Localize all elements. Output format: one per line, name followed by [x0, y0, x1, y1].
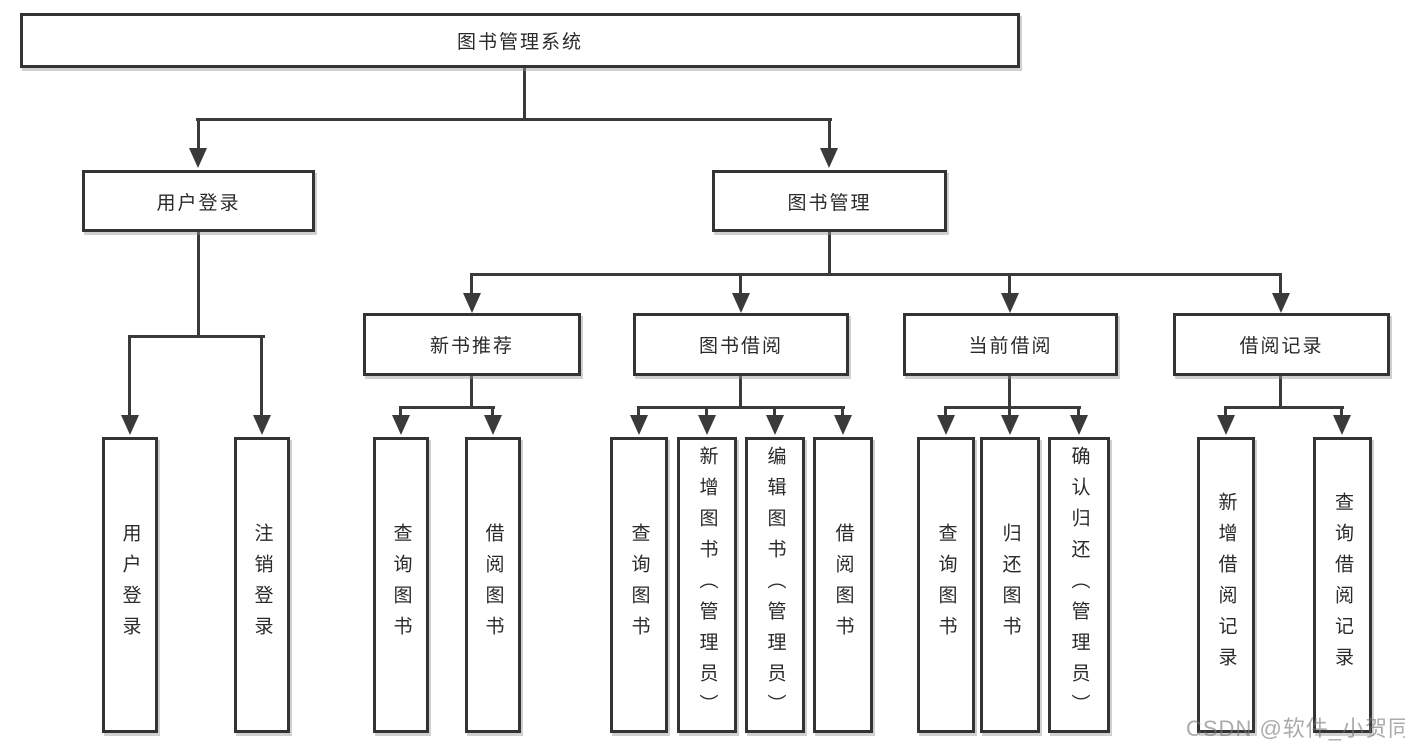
- leaf-query-book-recommend-label: 查询图书: [390, 523, 412, 647]
- leaf-add-book-admin: 新增图书（管理员）: [677, 437, 737, 733]
- arrow-down-icon: [698, 415, 716, 435]
- leaf-borrow-book: 借阅图书: [813, 437, 873, 733]
- arrow-down-icon: [1001, 415, 1019, 435]
- leaf-logout-label: 注销登录: [251, 523, 273, 647]
- node-new-book-recommend: 新书推荐: [363, 313, 581, 376]
- connector-line: [1279, 376, 1282, 408]
- connector-line: [773, 406, 776, 418]
- connector-line: [1340, 406, 1343, 418]
- leaf-borrow-book-label: 借阅图书: [832, 523, 854, 647]
- arrow-down-icon: [121, 415, 139, 435]
- connector-line: [523, 68, 526, 121]
- connector-line: [196, 118, 832, 121]
- arrow-down-icon: [630, 415, 648, 435]
- node-current-borrow: 当前借阅: [903, 313, 1118, 376]
- arrow-down-icon: [1217, 415, 1235, 435]
- connector-line: [128, 335, 131, 417]
- leaf-query-book-borrow-label: 查询图书: [628, 523, 650, 647]
- connector-line: [128, 335, 265, 338]
- leaf-confirm-return-admin-label: 确认归还（管理员）: [1068, 445, 1090, 725]
- node-book-management-label: 图书管理: [787, 192, 872, 214]
- leaf-add-borrow-record: 新增借阅记录: [1197, 437, 1255, 733]
- leaf-query-book-borrow: 查询图书: [610, 437, 668, 733]
- arrow-down-icon: [820, 148, 838, 168]
- arrow-down-icon: [463, 293, 481, 313]
- connector-line: [1008, 406, 1011, 418]
- connector-line: [637, 406, 640, 418]
- leaf-borrow-book-recommend: 借阅图书: [465, 437, 521, 733]
- connector-line: [197, 232, 200, 338]
- connector-line: [1077, 406, 1080, 418]
- leaf-query-book-current: 查询图书: [917, 437, 975, 733]
- connector-line: [260, 335, 263, 417]
- connector-line: [705, 406, 708, 418]
- arrow-down-icon: [1333, 415, 1351, 435]
- arrow-down-icon: [766, 415, 784, 435]
- node-book-borrow: 图书借阅: [633, 313, 849, 376]
- leaf-query-borrow-record-label: 查询借阅记录: [1332, 492, 1353, 678]
- connector-line: [841, 406, 844, 418]
- connector-line: [828, 232, 831, 276]
- arrow-down-icon: [834, 415, 852, 435]
- arrow-down-icon: [1070, 415, 1088, 435]
- leaf-add-borrow-record-label: 新增借阅记录: [1215, 492, 1237, 678]
- node-borrow-records: 借阅记录: [1173, 313, 1390, 376]
- node-root-label: 图书管理系统: [456, 32, 583, 53]
- connector-line: [1224, 406, 1344, 409]
- connector-line: [470, 273, 1282, 276]
- leaf-add-book-admin-label: 新增图书（管理员）: [696, 445, 718, 725]
- connector-line: [1279, 273, 1282, 295]
- arrow-down-icon: [484, 415, 502, 435]
- connector-line: [491, 406, 494, 418]
- leaf-borrow-book-recommend-label: 借阅图书: [482, 523, 504, 647]
- leaf-edit-book-admin: 编辑图书（管理员）: [745, 437, 805, 733]
- leaf-edit-book-admin-label: 编辑图书（管理员）: [764, 445, 786, 725]
- connector-line: [828, 118, 831, 150]
- connector-line: [637, 406, 845, 409]
- arrow-down-icon: [1001, 293, 1019, 313]
- leaf-query-book-recommend: 查询图书: [373, 437, 429, 733]
- leaf-confirm-return-admin: 确认归还（管理员）: [1048, 437, 1110, 733]
- node-borrow-records-label: 借阅记录: [1239, 336, 1324, 357]
- connector-line: [399, 406, 402, 418]
- connector-line: [739, 376, 742, 408]
- connector-line: [739, 273, 742, 295]
- connector-line: [1008, 376, 1011, 408]
- connector-line: [944, 406, 947, 418]
- node-user-login: 用户登录: [82, 170, 315, 232]
- connector-line: [470, 273, 473, 295]
- node-current-borrow-label: 当前借阅: [968, 336, 1053, 357]
- connector-line: [197, 118, 200, 150]
- connector-line: [470, 376, 473, 408]
- connector-line: [944, 406, 1081, 409]
- arrow-down-icon: [732, 293, 750, 313]
- arrow-down-icon: [253, 415, 271, 435]
- connector-line: [1008, 273, 1011, 295]
- watermark: CSDN @软件_小贺同学: [1186, 716, 1405, 741]
- leaf-return-book-label: 归还图书: [999, 523, 1021, 647]
- arrow-down-icon: [189, 148, 207, 168]
- leaf-logout: 注销登录: [234, 437, 290, 733]
- arrow-down-icon: [1272, 293, 1290, 313]
- node-book-borrow-label: 图书借阅: [698, 336, 783, 357]
- leaf-return-book: 归还图书: [980, 437, 1040, 733]
- leaf-user-login-label: 用户登录: [119, 523, 141, 647]
- node-user-login-label: 用户登录: [156, 192, 241, 214]
- node-book-management: 图书管理: [712, 170, 947, 232]
- leaf-query-book-current-label: 查询图书: [935, 523, 957, 647]
- connector-line: [399, 406, 495, 409]
- leaf-query-borrow-record: 查询借阅记录: [1313, 437, 1372, 733]
- node-root: 图书管理系统: [20, 13, 1020, 68]
- arrow-down-icon: [392, 415, 410, 435]
- leaf-user-login: 用户登录: [102, 437, 158, 733]
- connector-line: [1224, 406, 1227, 418]
- node-new-book-recommend-label: 新书推荐: [429, 336, 514, 357]
- arrow-down-icon: [937, 415, 955, 435]
